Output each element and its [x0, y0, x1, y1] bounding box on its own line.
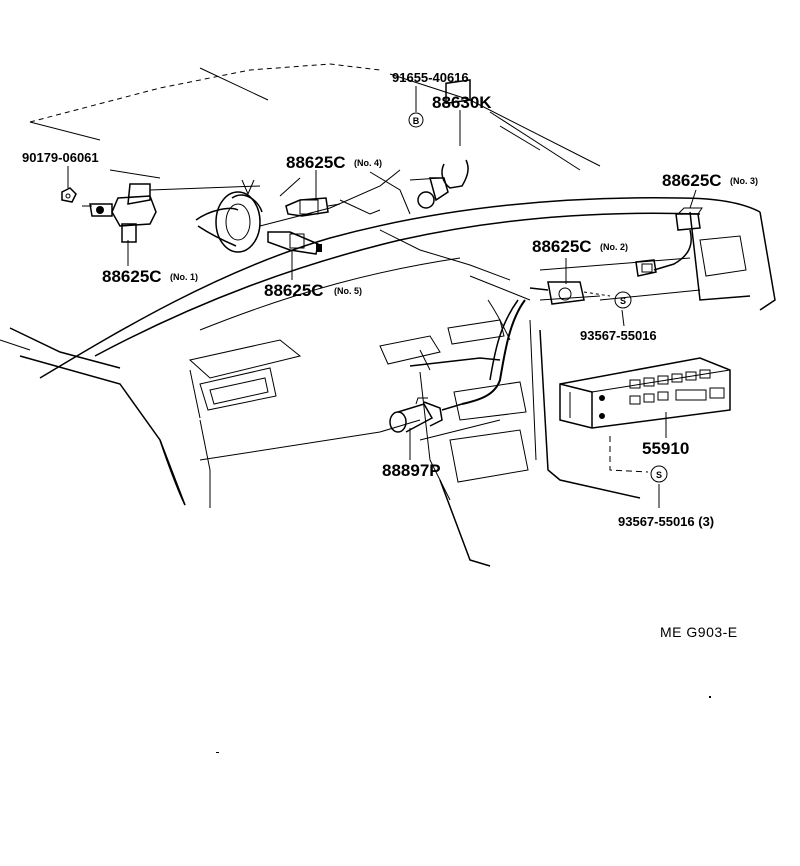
speck — [216, 752, 219, 753]
blower-duct-part — [195, 179, 263, 253]
callout-88897p: 88897P — [382, 461, 441, 480]
callout-90179-06061: 90179-06061 — [22, 150, 99, 165]
sensor-no3-part — [635, 207, 703, 277]
sensor-no2-part — [529, 281, 611, 305]
callout-93567-55016: 93567-55016 — [580, 328, 657, 343]
callout-88625c-no5: 88625C — [264, 281, 324, 300]
callout-55910: 55910 — [642, 439, 689, 458]
panel-buttons — [629, 369, 725, 405]
sensor-88630k-part — [409, 79, 471, 209]
svg-text:S: S — [620, 296, 626, 306]
ac-control-panel-part — [559, 357, 731, 429]
sensor-no4-part — [285, 197, 341, 217]
callout-93567-55016-3: 93567-55016 (3) — [618, 514, 714, 529]
callout-88625c-no4-tag: (No. 4) — [354, 158, 382, 168]
sensor-no5-part — [267, 231, 322, 255]
callout-88625c-no3-tag: (No. 3) — [730, 176, 758, 186]
callout-88625c-no1-tag: (No. 1) — [170, 272, 198, 282]
diagram-code: ME G903-E — [660, 624, 738, 640]
callout-88630k: 88630K — [432, 93, 492, 112]
callout-88625c-no4: 88625C — [286, 153, 346, 172]
callout-91655-40616: 91655-40616 — [392, 70, 469, 85]
leader-lines — [67, 86, 697, 508]
callout-88625c-no3: 88625C — [662, 171, 722, 190]
dashboard-outline — [0, 63, 776, 567]
svg-text:B: B — [413, 116, 420, 126]
marker-s-1: S — [614, 291, 632, 309]
callout-88625c-no1: 88625C — [102, 267, 162, 286]
marker-s-2: S — [650, 465, 668, 483]
nut-90179-part — [61, 187, 77, 203]
callout-88625c-no2: 88625C — [532, 237, 592, 256]
svg-text:S: S — [656, 470, 662, 480]
sensor-no1-part — [82, 183, 157, 243]
speck — [709, 696, 711, 698]
marker-b: B — [408, 112, 424, 128]
callout-88625c-no5-tag: (No. 5) — [334, 286, 362, 296]
aspirator-88897p-part — [389, 397, 463, 433]
callout-88625c-no2-tag: (No. 2) — [600, 242, 628, 252]
